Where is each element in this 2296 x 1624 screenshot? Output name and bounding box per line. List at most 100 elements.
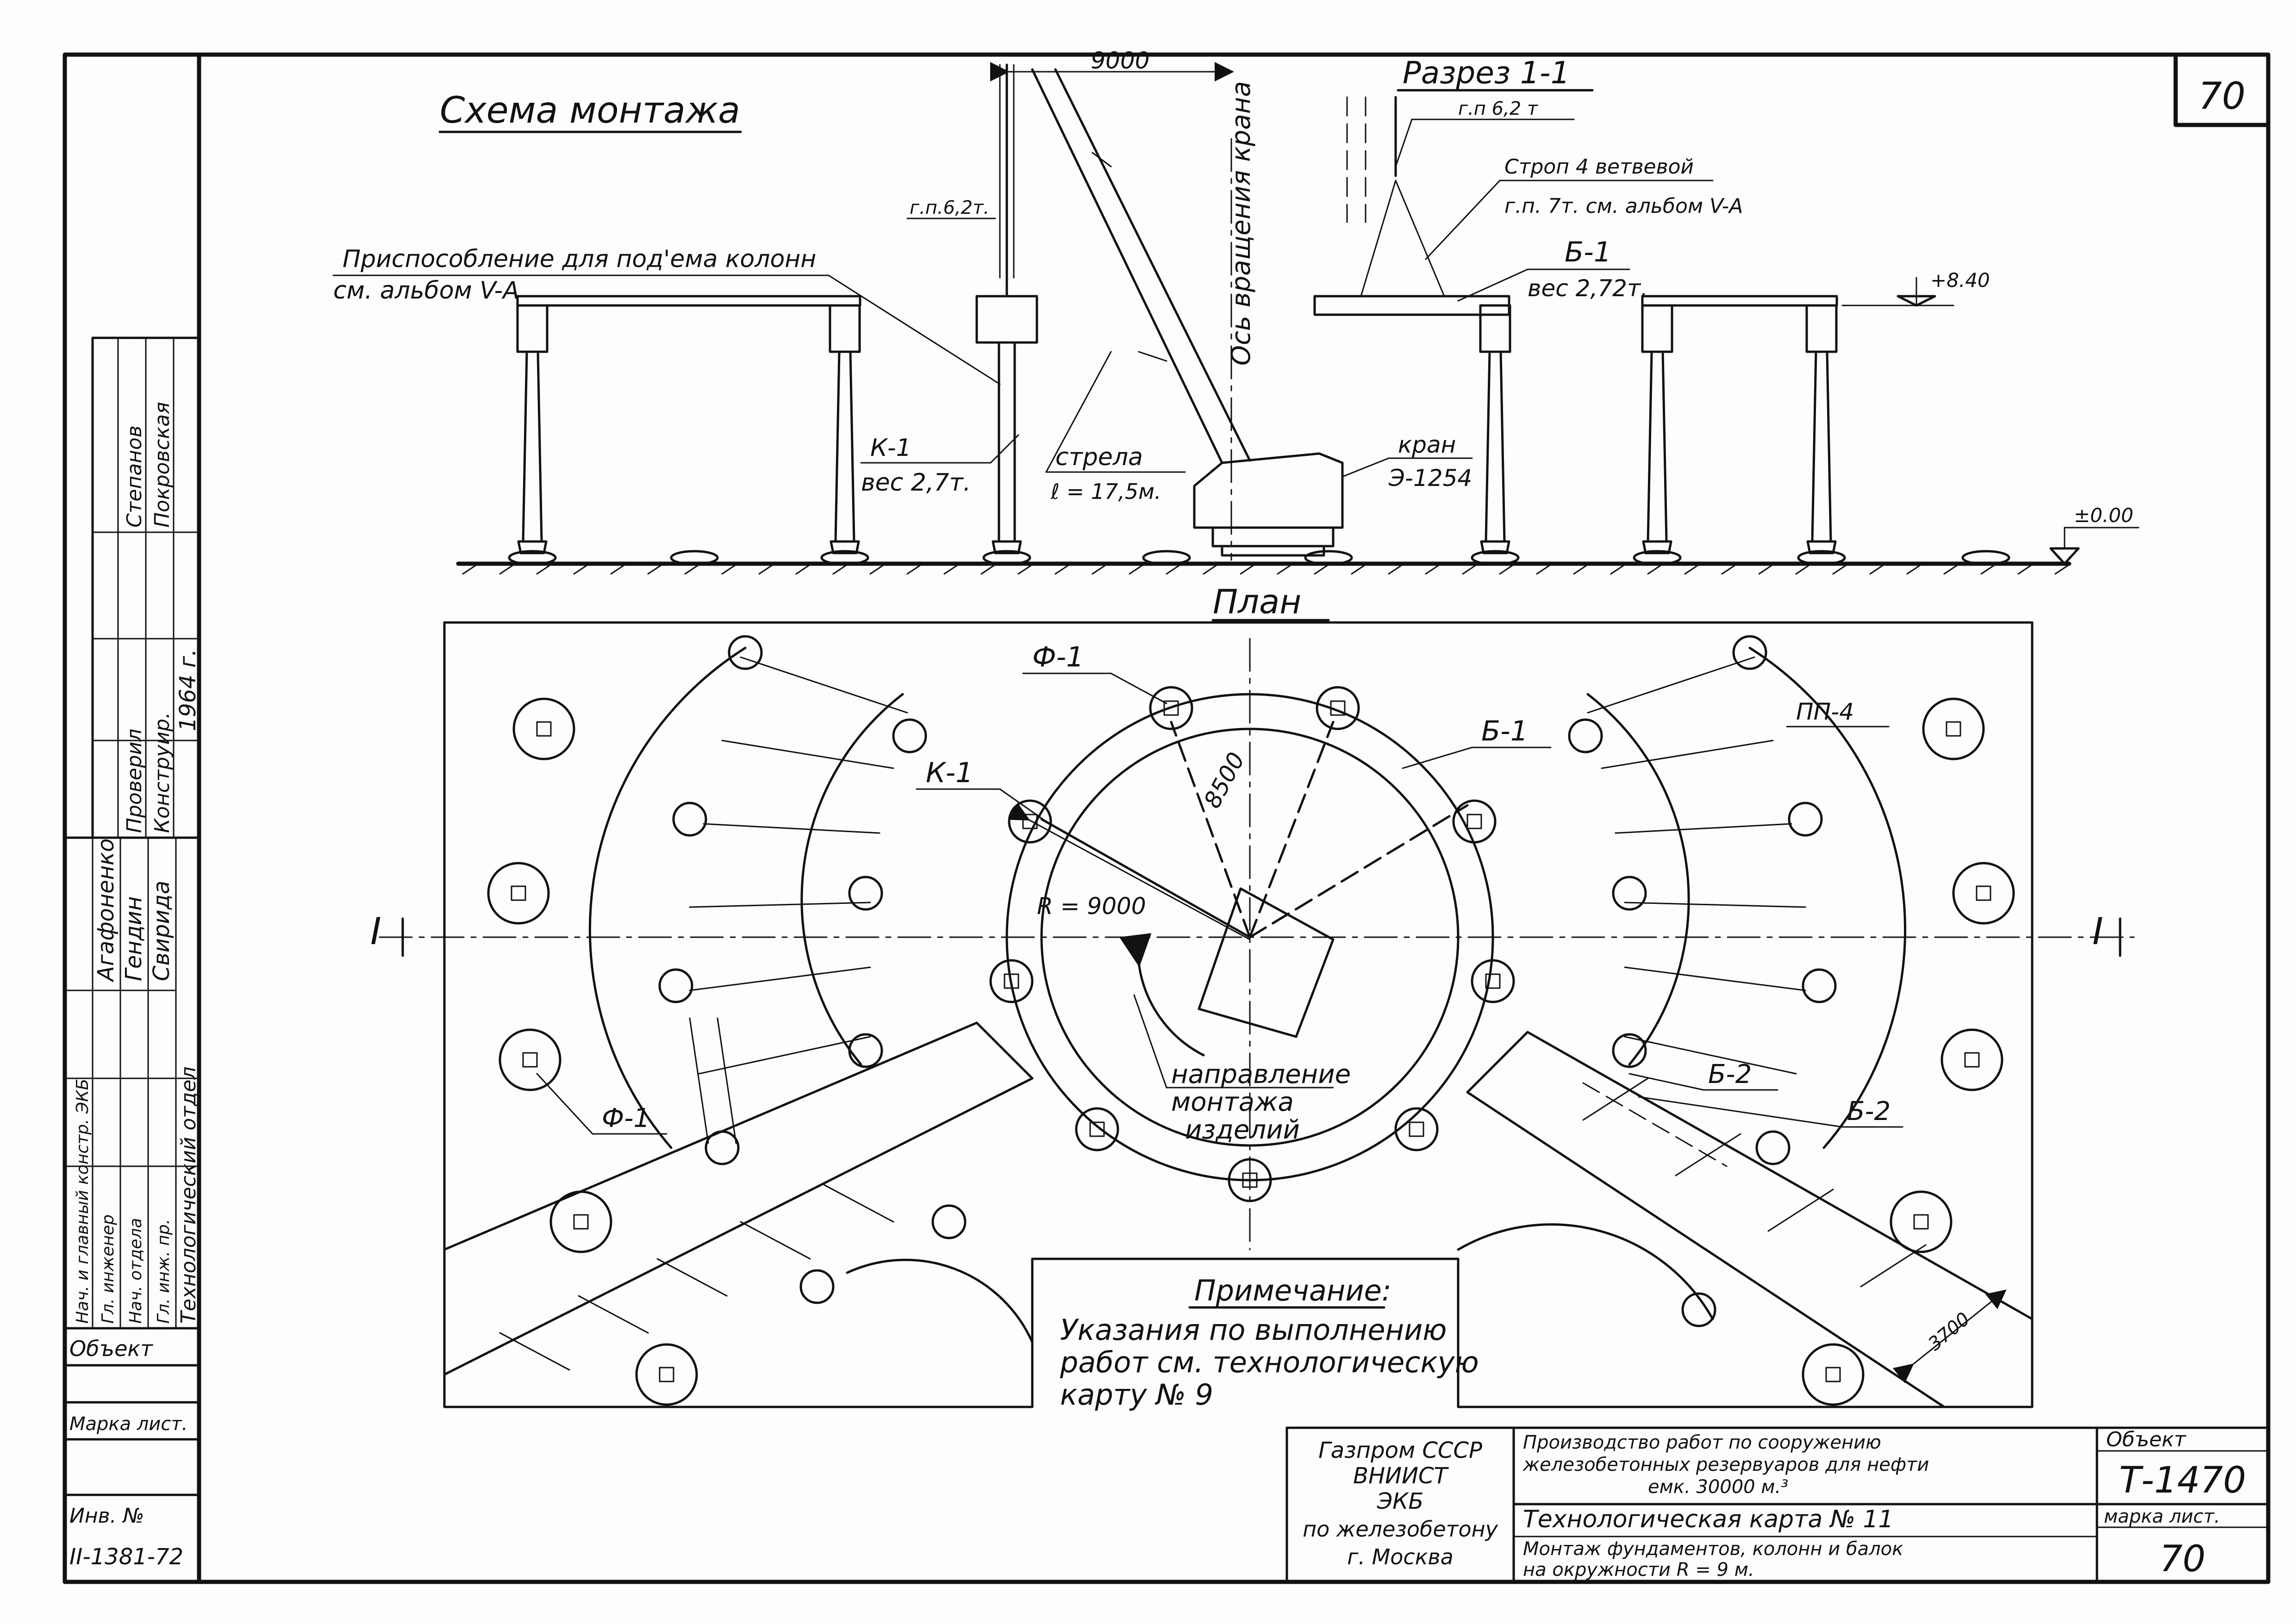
title-block xyxy=(1285,1426,2270,1583)
crane-plan xyxy=(1008,721,1469,1038)
stamp-role-1: Проверил xyxy=(123,728,146,833)
stamp-row-1: Нач. и главный констр. ЭКБ xyxy=(73,1079,92,1324)
sheet-number-box xyxy=(2173,52,2271,127)
note-line-1: Указания по выполнению xyxy=(1060,1313,1447,1347)
level-top: +8.40 xyxy=(1930,269,1990,292)
desc-2: на окружности R = 9 м. xyxy=(1523,1559,1754,1580)
column-elevation-2 xyxy=(829,304,861,554)
tank-outer-ring xyxy=(1005,693,1494,1182)
stamp-role-2: Конструир. xyxy=(150,712,174,833)
stamp-row-5: Технологический отдел xyxy=(177,1066,200,1324)
elevation-title: Схема монтажа xyxy=(440,90,740,131)
stamp-name-2: Гендин xyxy=(121,896,147,981)
label-f1: Ф-1 xyxy=(1032,641,1084,673)
label-k1-plan: К-1 xyxy=(926,757,973,789)
label-direction-2: монтажа xyxy=(1171,1087,1294,1117)
dim-3700: 3700 xyxy=(1924,1308,1974,1355)
column-elevation-1 xyxy=(516,304,549,554)
column-elevation-4 xyxy=(1479,304,1511,554)
label-radius: R = 9000 xyxy=(1037,893,1146,920)
label-b2-b: Б-2 xyxy=(1847,1096,1890,1126)
sheet-number: 70 xyxy=(2198,75,2246,118)
label-pp4: ПП-4 xyxy=(1796,698,1854,725)
outer-foundations xyxy=(487,697,2015,1406)
left-ring-structure xyxy=(588,635,927,1165)
stamp-name-3: Свирида xyxy=(149,881,175,981)
project-1: Производство работ по сооружению xyxy=(1523,1432,1881,1453)
foundation-pads-elevation xyxy=(508,550,2010,566)
label-8500: 8500 xyxy=(1198,748,1250,813)
label-b2-a: Б-2 xyxy=(1708,1059,1752,1089)
label-b1-weight: вес 2,72т. xyxy=(1528,275,1648,302)
stamp-row-4: Гл. инж. пр. xyxy=(154,1219,173,1324)
stamp-inv-label: Инв. № xyxy=(69,1504,144,1528)
label-direction-1: направление xyxy=(1171,1059,1351,1089)
note-line-2: работ см. технологическую xyxy=(1060,1345,1479,1379)
project-2: железобетонных резервуаров для нефти xyxy=(1522,1454,1929,1475)
tb-object-label: Объект xyxy=(2106,1428,2187,1451)
level-mark-zero xyxy=(2049,547,2080,565)
label-crane-model: Э-1254 xyxy=(1388,465,1472,492)
crane-e1254 xyxy=(1031,68,1344,561)
label-b1-elevation: Б-1 xyxy=(1565,236,1611,268)
tb-sheet-value: 70 xyxy=(2159,1538,2205,1580)
label-direction-3: изделий xyxy=(1185,1115,1300,1145)
stamp-top-name-2: Покровская xyxy=(150,402,174,528)
org-1: Газпром СССР xyxy=(1318,1437,1482,1463)
column-elevation-5 xyxy=(1641,304,1673,554)
dim-3700-line xyxy=(1892,1289,2007,1383)
label-k1-weight: вес 2,7т. xyxy=(861,469,971,497)
note-line-3: карту № 9 xyxy=(1060,1378,1213,1412)
desc-1: Монтаж фундаментов, колонн и балок xyxy=(1523,1538,1903,1560)
label-b1-plan: Б-1 xyxy=(1481,715,1528,747)
plan-boundary xyxy=(443,621,2034,1408)
beam-elevation-right xyxy=(1641,295,1838,307)
lower-right-strip xyxy=(1457,1031,2034,1408)
label-k1-elevation: К-1 xyxy=(870,434,911,462)
level-zero: ±0.00 xyxy=(2074,504,2134,527)
org-3: ЭКБ xyxy=(1377,1488,1424,1514)
column-elevation-6 xyxy=(1805,304,1838,554)
label-gp-left: г.п.6,2т. xyxy=(910,197,989,218)
stamp-inv-number: II-1381-72 xyxy=(69,1544,183,1570)
label-device: Приспособление для под'ема колонн xyxy=(343,245,816,273)
side-stamp xyxy=(63,336,200,1583)
plan-title: План xyxy=(1213,582,1301,621)
note-title: Примечание: xyxy=(1194,1274,1391,1307)
stamp-name-1: Агафоненко xyxy=(93,838,119,983)
tech-card: Технологическая карта № 11 xyxy=(1523,1506,1894,1533)
org-5: г. Москва xyxy=(1347,1544,1454,1569)
right-ring-structure xyxy=(1568,635,1907,1165)
column-elevation-3-lifting xyxy=(975,63,1038,554)
label-rotation-axis: Ось вращения крана xyxy=(1226,81,1256,366)
tb-object-value: Т-1470 xyxy=(2119,1460,2246,1501)
label-boom-length: ℓ = 17,5м. xyxy=(1050,479,1161,504)
dim-9000: 9000 xyxy=(1091,47,1149,74)
lower-left-strip xyxy=(443,1021,1034,1376)
stamp-year: 1964 г. xyxy=(175,649,201,731)
beam-elevation-left xyxy=(516,295,861,307)
section-title: Разрез 1-1 xyxy=(1403,55,1570,91)
beam-elevation-b1 xyxy=(1313,295,1510,316)
label-crane: кран xyxy=(1398,431,1456,458)
label-gp-right: г.п 6,2 т xyxy=(1458,98,1539,119)
label-sling-ref: г.п. 7т. см. альбом V-А xyxy=(1504,194,1743,218)
stamp-top-name-1: Степанов xyxy=(123,425,146,528)
radius-line xyxy=(1008,803,1251,940)
ground-hatching xyxy=(462,564,2070,575)
org-2: ВНИИСТ xyxy=(1353,1463,1449,1489)
section-label-right: I xyxy=(2092,910,2103,953)
tank-inner-ring xyxy=(1040,728,1460,1147)
stamp-object-label: Объект xyxy=(69,1336,153,1361)
tb-sheet-label: марка лист. xyxy=(2104,1506,2220,1527)
project-3: емк. 30000 м.³ xyxy=(1648,1476,1788,1498)
sling-right xyxy=(1360,180,1445,297)
stamp-row-3: Нач. отдела xyxy=(126,1218,145,1324)
section-label-left: I xyxy=(370,910,381,953)
label-sling: Строп 4 ветвевой xyxy=(1504,155,1694,179)
label-boom: стрела xyxy=(1055,443,1143,471)
rotation-arrow xyxy=(1119,933,1205,1057)
org-4: по железобетону xyxy=(1303,1517,1498,1542)
